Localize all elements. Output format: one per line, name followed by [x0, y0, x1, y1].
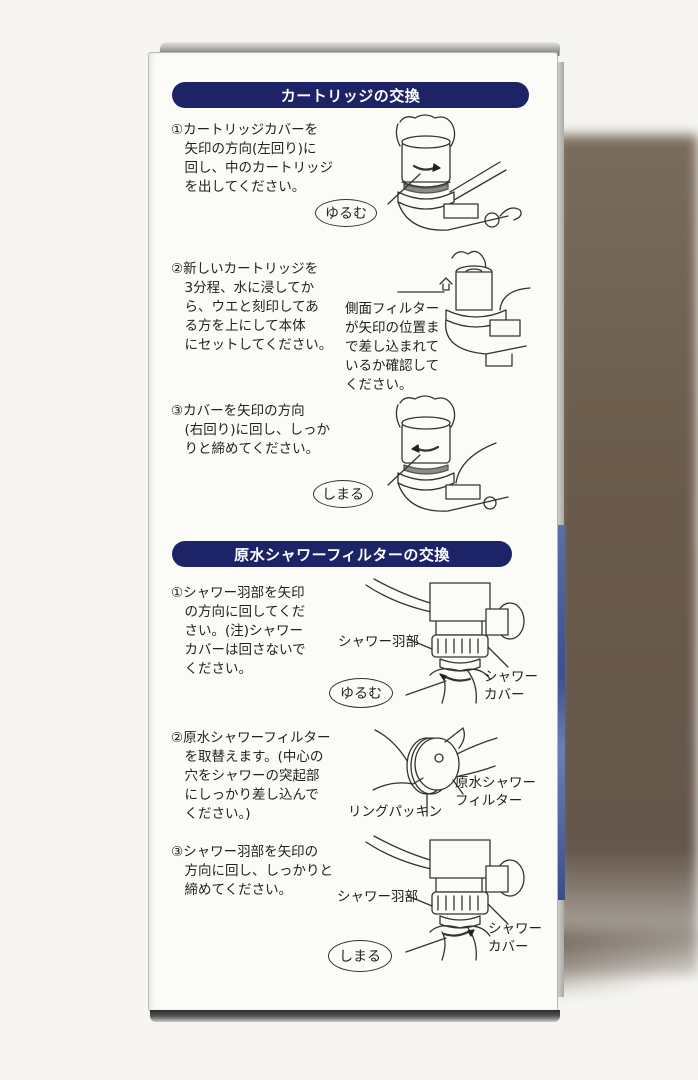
box-side-pattern	[557, 525, 565, 900]
callout-loosen: ゆるむ	[315, 199, 377, 227]
box-shadow	[555, 135, 698, 975]
step-cartridge-1: ①カートリッジカバーを 矢印の方向(左回り)に 回し、中のカートリッジ を出して…	[171, 122, 333, 195]
label-shower-cover-2: シャワー カバー	[488, 921, 542, 955]
step-shower-3: ③シャワー羽部を矢印の 方向に回し、しっかりと 締めてください。	[171, 844, 333, 898]
callout-tighten: しまる	[313, 480, 373, 508]
label-raw-water-filter: 原水シャワー フィルター	[455, 775, 536, 809]
section-title-cartridge: カートリッジの交換	[172, 82, 529, 108]
label-shower-cover: シャワー カバー	[484, 669, 538, 703]
label-shower-blade: シャワー羽部	[338, 634, 419, 650]
side-filter-note: 側面フィルター が矢印の位置ま で差し込まれて いるか確認して ください。	[345, 301, 440, 393]
shower-loosen-illustration	[365, 578, 525, 704]
step-shower-2: ②原水シャワーフィルター を取替えます。(中心の 穴をシャワーの突起部 にしっか…	[171, 730, 331, 822]
box-bottom-edge	[150, 1010, 560, 1022]
step-cartridge-2: ②新しいカートリッジを 3分程、水に浸してか ら、ウエと刻印してあ る方を上にし…	[171, 261, 333, 353]
label-ring-packing: リングパッキン	[348, 804, 443, 820]
cartridge-insert-illustration	[397, 250, 531, 367]
box-shadow-bottom	[540, 930, 698, 990]
step-cartridge-3: ③カバーを矢印の方向 (右回り)に回し、しっか りと締めてください。	[171, 403, 331, 457]
cartridge-remove-illustration	[387, 114, 522, 231]
callout-loosen-shower: ゆるむ	[329, 678, 393, 708]
cartridge-tighten-illustration	[387, 395, 509, 512]
filter-replace-illustration	[372, 727, 498, 817]
callout-tighten-shower: しまる	[328, 940, 392, 972]
label-shower-blade-2: シャワー羽部	[337, 889, 418, 905]
section-title-shower-filter: 原水シャワーフィルターの交換	[172, 541, 512, 567]
shower-tighten-illustration	[365, 835, 525, 961]
step-shower-1: ①シャワー羽部を矢印 の方向に回してくだ さい。(注)シャワー カバーは回さない…	[171, 585, 306, 677]
